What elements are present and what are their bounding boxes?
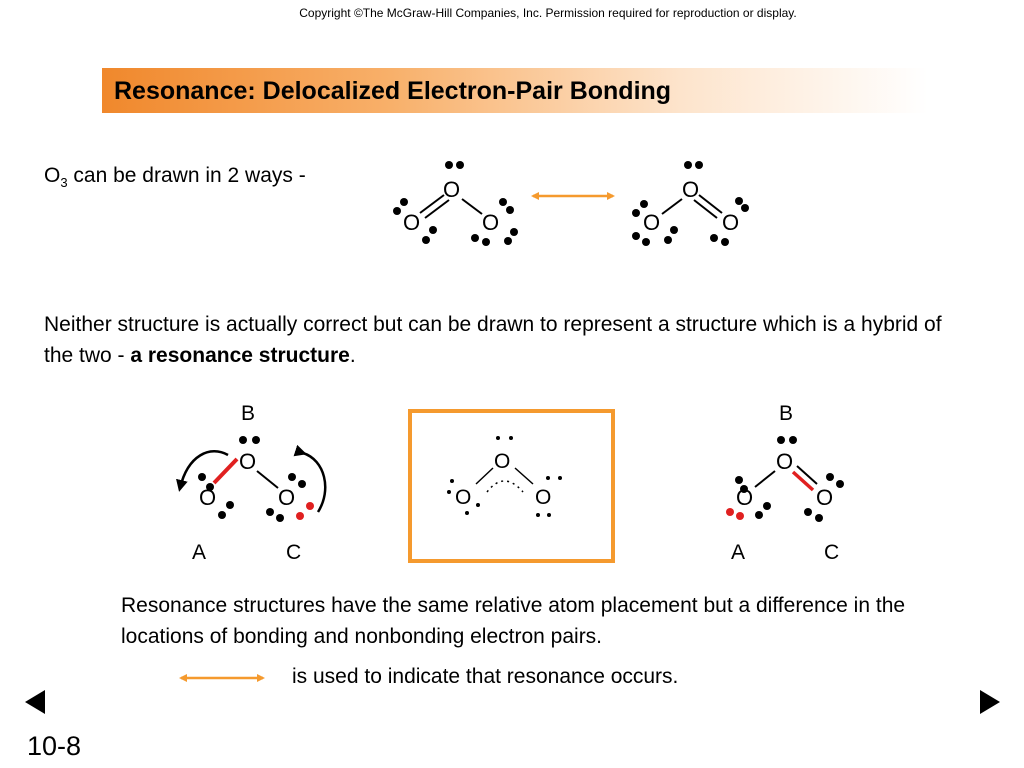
atom-o-left: O xyxy=(643,210,660,235)
triangle-right-icon xyxy=(980,690,1000,714)
paragraph-text: Neither structure is actually correct bu… xyxy=(44,313,942,367)
atom-o-top: O xyxy=(443,177,460,202)
description-paragraph: Resonance structures have the same relat… xyxy=(121,594,906,648)
formula-subscript: 3 xyxy=(60,175,68,191)
highlighted-bond xyxy=(791,470,815,492)
curved-arrow-icon xyxy=(176,450,229,492)
highlighted-bond xyxy=(212,457,239,485)
intro-line: O3 can be drawn in 2 ways - xyxy=(44,164,306,190)
atom-o-top: O xyxy=(494,450,510,473)
paragraph-bold: a resonance structure xyxy=(130,344,350,367)
atom-o-right: O xyxy=(722,210,739,235)
page-title: Resonance: Delocalized Electron-Pair Bon… xyxy=(114,77,672,105)
ozone-structure-2: O O O xyxy=(632,161,749,246)
triangle-left-icon xyxy=(25,690,45,714)
title-bar xyxy=(102,68,928,113)
curved-arrow-icon xyxy=(293,444,327,513)
atom-o-left: O xyxy=(403,210,420,235)
label-right-a: A xyxy=(731,541,746,564)
paragraph-end: . xyxy=(349,344,356,367)
label-left-a: A xyxy=(192,541,207,564)
atom-o-right: O xyxy=(535,486,551,509)
next-slide-button[interactable] xyxy=(973,685,1007,719)
explanation-paragraph: Neither structure is actually correct bu… xyxy=(44,309,944,371)
atom-o-right: O xyxy=(482,210,499,235)
formula-base: O xyxy=(44,164,61,187)
intro-text: can be drawn in 2 ways - xyxy=(67,164,306,187)
ozone-structure-arrows: O O O xyxy=(176,436,327,522)
arrow-note: is used to indicate that resonance occur… xyxy=(292,665,679,688)
label-left-b: B xyxy=(241,402,256,425)
label-right-c: C xyxy=(824,541,840,564)
ozone-hybrid-structure: O O O xyxy=(447,436,562,517)
atom-o-c: O xyxy=(816,485,833,510)
ozone-structure-1: O O O xyxy=(393,161,518,246)
atom-o-a: O xyxy=(736,485,753,510)
previous-slide-button[interactable] xyxy=(18,685,52,719)
atom-o-c: O xyxy=(278,485,295,510)
atom-o-left: O xyxy=(455,486,471,509)
atom-o-b: O xyxy=(239,449,256,474)
label-left-c: C xyxy=(286,541,302,564)
slide-number: 10-8 xyxy=(27,731,82,761)
ozone-structure-result: O O O xyxy=(726,436,844,522)
atom-o-top: O xyxy=(682,177,699,202)
atom-o-b: O xyxy=(776,449,793,474)
copyright-notice: Copyright ©The McGraw-Hill Companies, In… xyxy=(299,6,797,20)
resonance-hybrid-box xyxy=(408,409,615,563)
atom-o-a: O xyxy=(199,485,216,510)
label-right-b: B xyxy=(779,402,794,425)
